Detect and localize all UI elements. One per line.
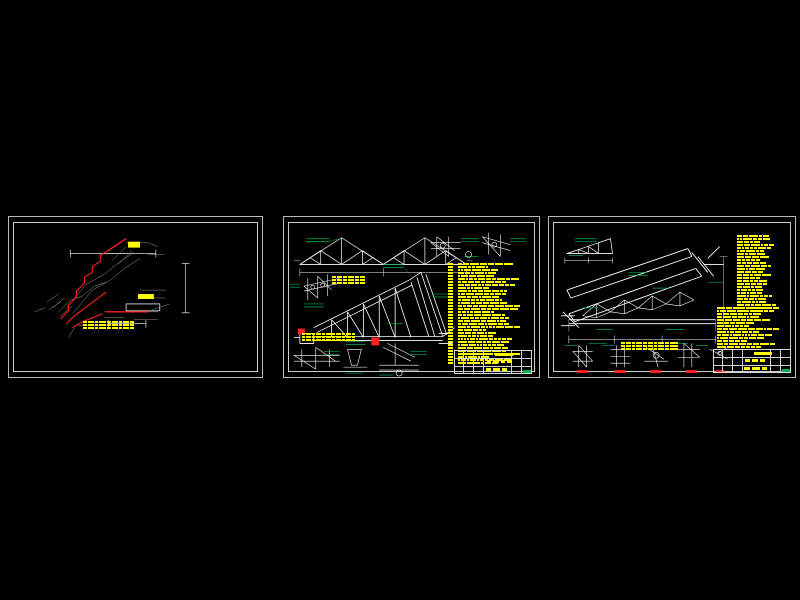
- sheet-1-geometry: [34, 238, 190, 338]
- bearing-detail-geom: [293, 343, 419, 377]
- sheet-3-inner-border: [553, 222, 791, 372]
- sheet-3-material-table: [737, 235, 776, 312]
- sheet-2-titleblock[interactable]: [454, 350, 532, 374]
- sheet-1-inner-border: [13, 222, 258, 372]
- drawing-sheet-3[interactable]: [548, 216, 796, 378]
- hot-marker-1: [297, 328, 305, 335]
- sheet-2-notes-block: [458, 263, 520, 364]
- stair-tag-2: [137, 294, 154, 299]
- joint-detail-b-geom: [430, 232, 511, 257]
- main-inclined-truss-geom: [560, 246, 728, 344]
- sheet-3-drawing-title: [621, 342, 678, 350]
- hot-marker-2: [371, 337, 380, 346]
- sheet-1-drawing-title: [83, 321, 134, 329]
- drawing-sheet-1[interactable]: 楼梯平面布置及配筋图: [8, 216, 263, 378]
- sheet-2-notes-heading: [448, 263, 453, 364]
- sheet-2-truss-title: [332, 276, 365, 284]
- small-truss-elevation-geom: [564, 238, 613, 264]
- sheet-2-inner-border: [288, 222, 535, 372]
- joint-detail-a-geom: [303, 274, 340, 300]
- sheet-2-detail-title: [302, 333, 355, 341]
- sheet-3-titleblock[interactable]: [713, 349, 791, 373]
- drawing-sheet-2[interactable]: [283, 216, 540, 378]
- sheet-3-notes-block: [717, 307, 779, 348]
- stair-tag-1: [128, 241, 140, 248]
